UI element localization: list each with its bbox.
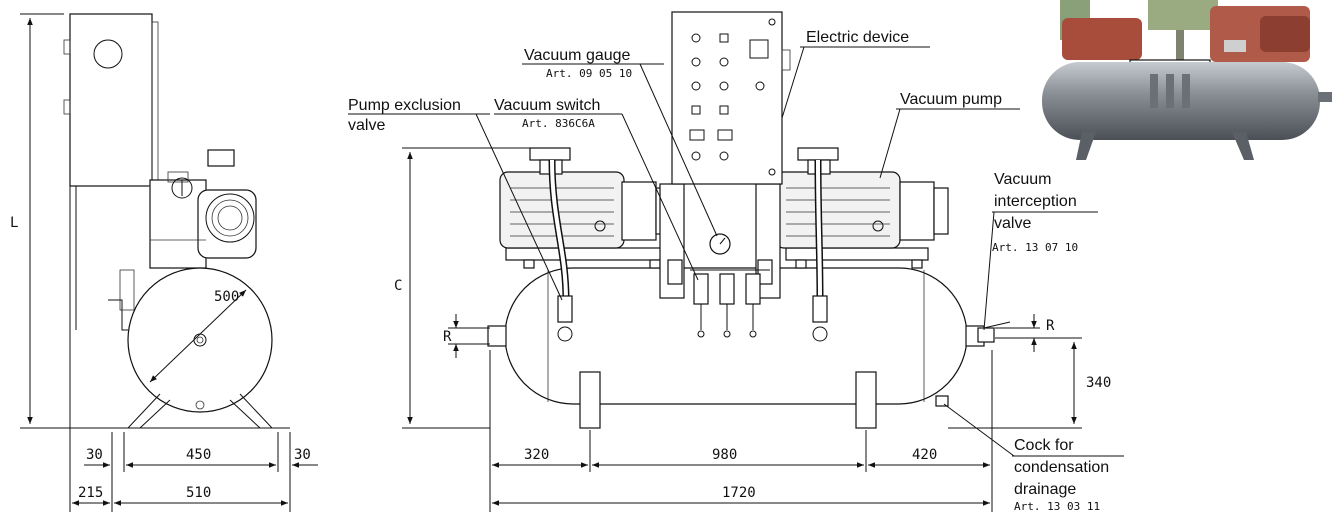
dim-30-left: 30 [86,447,103,463]
label-pump-exclusion-2: valve [348,117,385,134]
dim-R-left: R [443,329,452,345]
cabinet-knob [93,39,123,69]
dim-diameter: 500 [214,289,239,305]
tank-foot-right [855,371,877,429]
dim-R-right: R [1046,318,1055,334]
label-vacuum-gauge: Vacuum gauge [524,47,631,64]
label-vacuum-pump: Vacuum pump [900,91,1002,108]
dim-C: C [394,278,402,294]
electric-cabinet-side [69,13,153,187]
dim-980: 980 [712,447,737,463]
pump-body-side [149,179,207,269]
dim-215: 215 [78,485,103,501]
label-cock-2: condensation [1014,459,1109,476]
label-vacuum-gauge-art: Art. 09 05 10 [546,67,632,80]
dim-450: 450 [186,447,211,463]
tank-side [127,267,273,413]
label-electric-device: Electric device [806,29,909,46]
label-cock-1: Cock for [1014,437,1074,454]
label-interception-3: valve [994,215,1031,232]
label-cock-art: Art. 13 03 11 [1014,500,1100,513]
vacuum-pump-right [775,171,901,249]
front-view: C [348,11,1124,513]
vacuum-switch-1 [693,273,709,305]
vacuum-switch-3 [745,273,761,305]
side-view: L 500 [10,13,318,512]
dim-340: 340 [1086,375,1111,391]
product-photo [1042,0,1332,160]
dim-510: 510 [186,485,211,501]
tank-front [504,267,968,405]
dim-420: 420 [912,447,937,463]
motor-side [197,189,257,259]
label-pump-exclusion-1: Pump exclusion [348,97,461,114]
dim-L: L [10,215,18,231]
dim-30-right: 30 [294,447,311,463]
label-vacuum-switch: Vacuum switch [494,97,600,114]
motor-fan-grille [205,193,255,243]
vacuum-switch-2 [719,273,735,305]
label-interception-art: Art. 13 07 10 [992,241,1078,254]
dim-320: 320 [524,447,549,463]
label-vacuum-switch-art: Art. 836C6A [522,117,595,130]
label-interception-2: interception [994,193,1077,210]
tank-foot-left [579,371,601,429]
label-interception-1: Vacuum [994,171,1052,188]
electric-cabinet-front [671,11,783,185]
label-cock-3: drainage [1014,481,1076,498]
main-switch-icon [749,39,769,59]
photo-tank [1042,62,1320,140]
dim-1720: 1720 [722,485,756,501]
